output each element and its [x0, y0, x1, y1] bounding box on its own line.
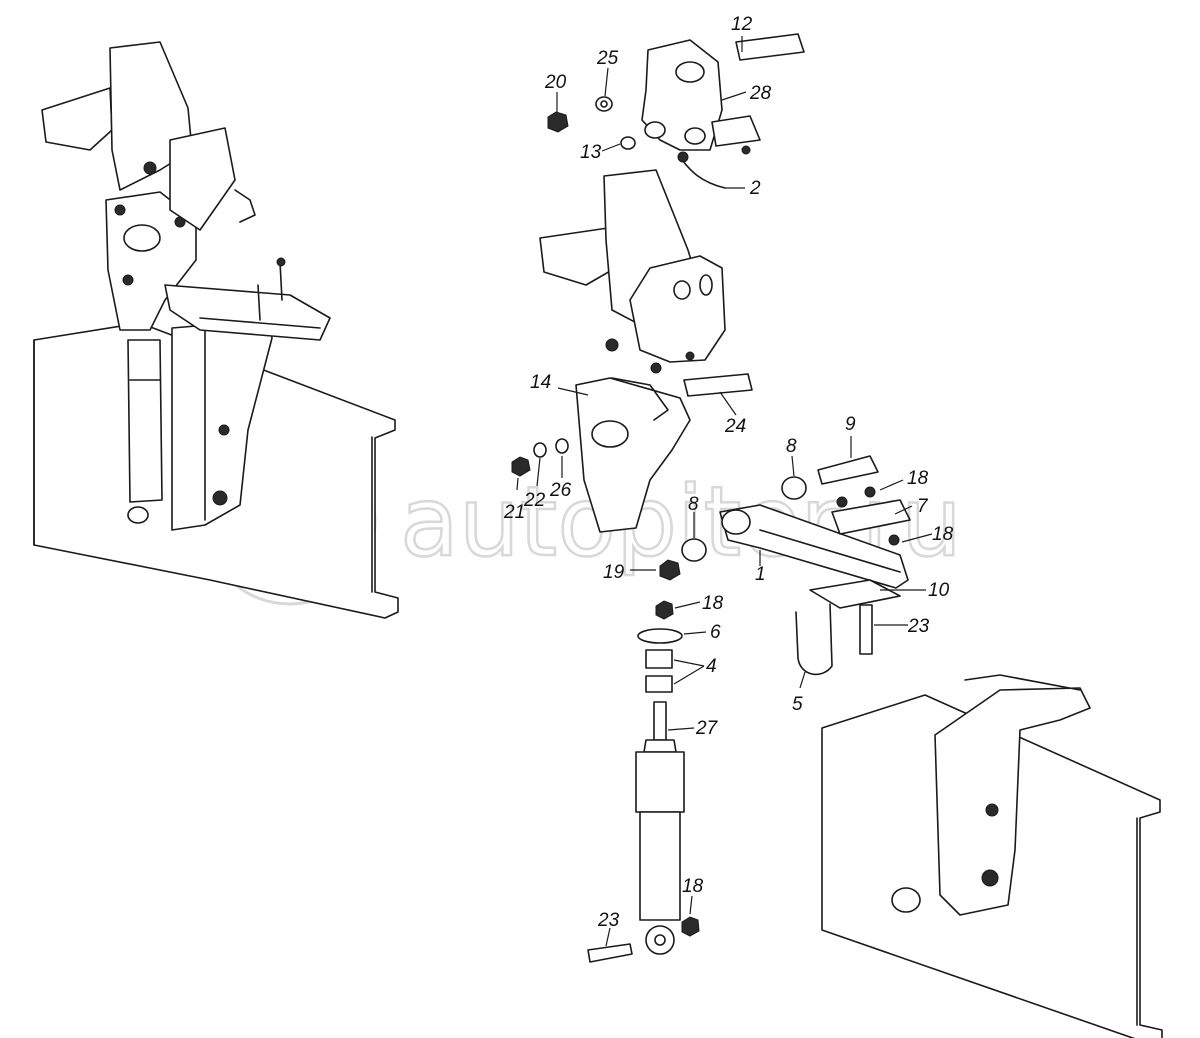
callout-5: 5	[792, 694, 803, 715]
assembled-view-right	[821, 674, 1163, 1038]
cab-lock-assembly	[547, 33, 805, 189]
leader-lines	[516, 36, 933, 947]
callout-1: 1	[755, 564, 766, 585]
callout-7: 7	[917, 496, 929, 517]
callout-8: 8	[688, 494, 699, 515]
callout-4: 4	[706, 656, 717, 677]
callout-18: 18	[932, 524, 954, 545]
callout-24: 24	[724, 416, 746, 437]
assembled-view-left	[33, 41, 399, 619]
callout-8: 8	[786, 436, 797, 457]
bracket-with-lock	[539, 169, 726, 374]
callout-25: 25	[596, 48, 619, 69]
callout-19: 19	[603, 562, 625, 583]
callout-22: 22	[523, 490, 546, 511]
callout-10: 10	[928, 580, 950, 601]
callout-6: 6	[710, 622, 721, 643]
callout-26: 26	[549, 480, 572, 501]
bracket-14	[511, 373, 753, 533]
callout-labels: 12 25 20 28 13 2 14 24 9 8 18 7 18 21 22…	[503, 14, 954, 931]
callout-2: 2	[749, 178, 761, 199]
callout-18: 18	[907, 468, 929, 489]
callout-28: 28	[749, 83, 772, 104]
callout-23: 23	[597, 910, 620, 931]
callout-21: 21	[503, 502, 525, 523]
callout-18: 18	[702, 593, 724, 614]
callout-23: 23	[907, 616, 930, 637]
callout-9: 9	[845, 414, 856, 435]
callout-20: 20	[544, 72, 567, 93]
spring-parts	[659, 455, 911, 676]
callout-13: 13	[580, 142, 602, 163]
callout-27: 27	[695, 718, 719, 739]
callout-18: 18	[682, 876, 704, 897]
shock-absorber-exploded	[587, 600, 700, 963]
callout-12: 12	[731, 14, 753, 35]
callout-14: 14	[530, 372, 551, 393]
